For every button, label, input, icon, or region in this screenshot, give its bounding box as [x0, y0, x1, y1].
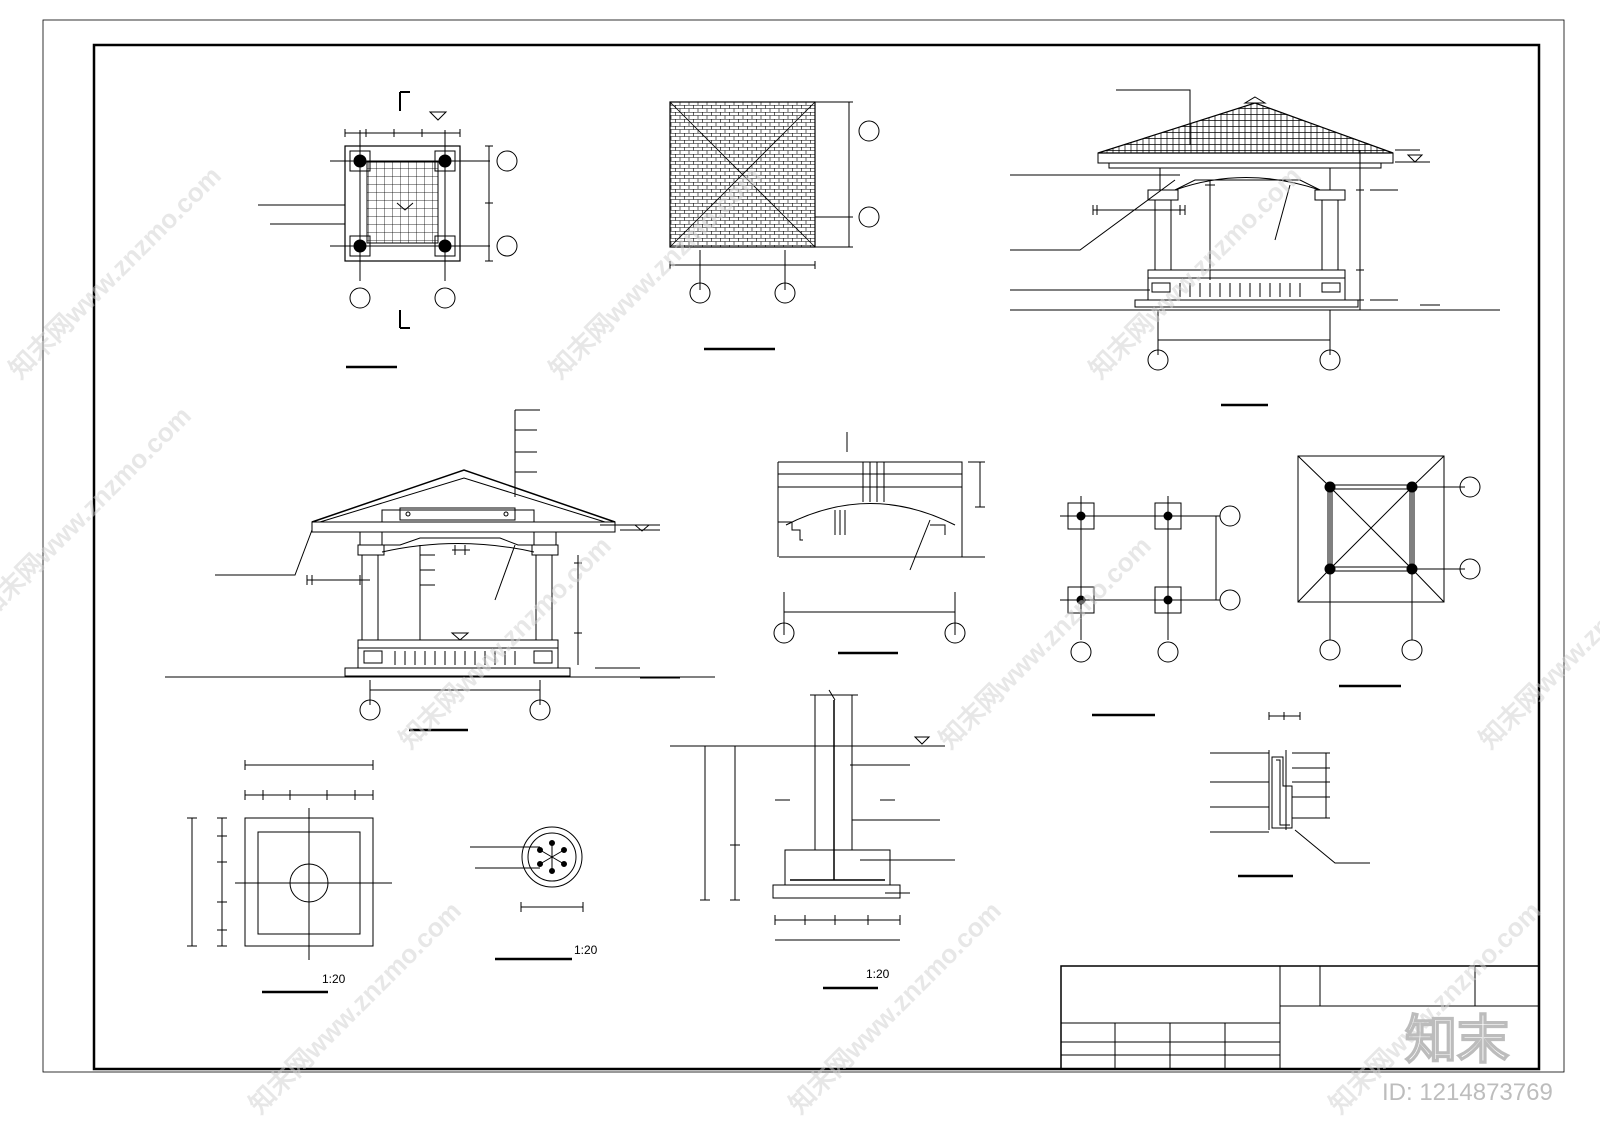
baluster-row-1 — [1179, 283, 1301, 297]
column-reinforcement-section — [470, 826, 584, 961]
foundation-scale-label: 1:20 — [866, 967, 890, 981]
watermark-text: 知末网www.znzmo.com — [1083, 160, 1307, 384]
pavilion-side-elevation — [165, 409, 715, 732]
outer-frame — [42, 19, 1565, 1073]
pavilion-front-elevation — [1010, 89, 1500, 407]
column-layout-plan — [1060, 496, 1241, 717]
reinforcement-scale-label: 1:20 — [574, 943, 598, 957]
pavilion-roof-plan — [669, 101, 880, 351]
watermark-text: 知末网www.znzmo.com — [243, 895, 467, 1119]
watermark-text: 知末网www.znzmo.com — [393, 530, 617, 754]
roof-framing-plan — [1297, 455, 1481, 688]
drawing-lines — [165, 89, 1540, 1070]
watermark-text: 知末网www.znzmo.com — [3, 160, 227, 384]
watermark-text: 知末网www.znzmo.com — [0, 400, 197, 624]
footing-scale-label: 1:20 — [322, 972, 346, 986]
watermark-text: 知末网www.znzmo.com — [543, 160, 767, 384]
cornice-detail — [1210, 712, 1370, 878]
brand-watermark: 知末 — [1405, 1012, 1509, 1070]
id-watermark: ID: 1214873769 — [1382, 1079, 1553, 1106]
baluster-row-2 — [394, 651, 516, 665]
watermark-text: 知末网www.znzmo.com — [1473, 530, 1600, 754]
pavilion-floor-plan — [258, 91, 518, 369]
beam-section-detail — [773, 432, 985, 655]
watermark-text: 知末网www.znzmo.com — [933, 530, 1157, 754]
foundation-section — [670, 689, 955, 990]
title-block — [1060, 965, 1540, 1070]
footing-plan — [187, 760, 392, 994]
watermark-text: 知末网www.znzmo.com — [783, 895, 1007, 1119]
